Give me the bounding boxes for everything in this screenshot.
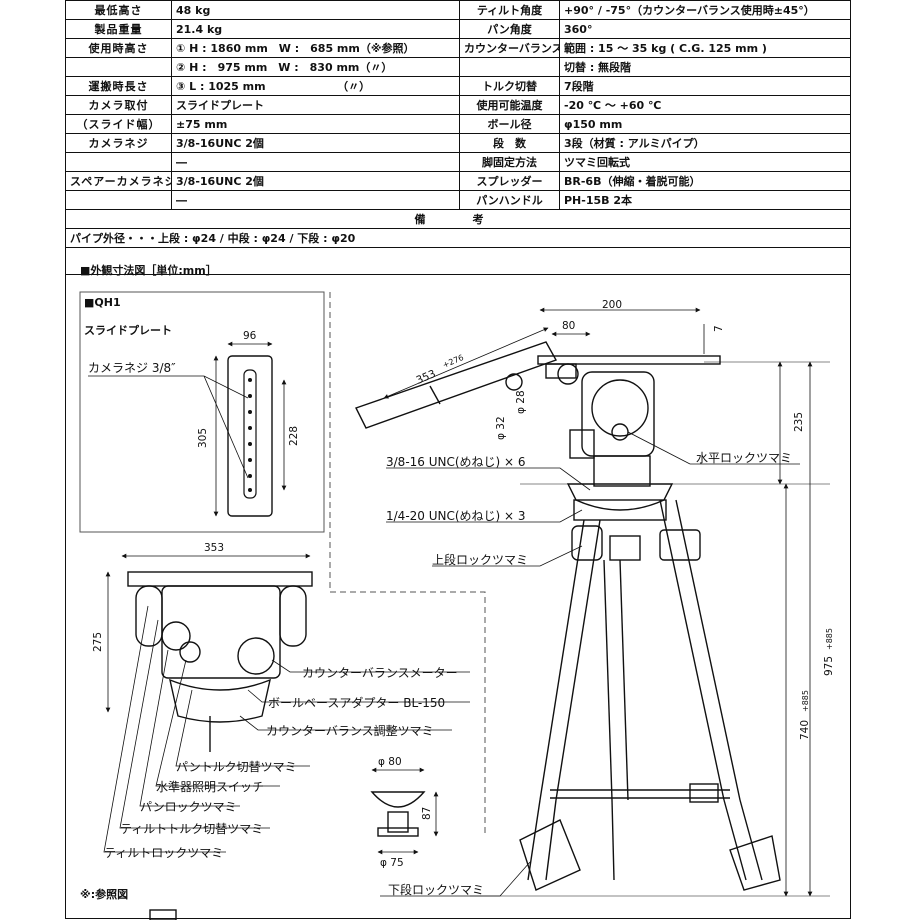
dim-975-sup: +885 [825, 628, 834, 650]
slide-slot [243, 369, 257, 499]
dim-200: 200 [602, 299, 622, 311]
qh1-box [79, 291, 325, 533]
section-title: ■外観寸法図［単位:mm］ [80, 263, 217, 277]
head-front-view [127, 571, 313, 752]
dim-353-276-sup: +276 [441, 353, 465, 370]
dim-80: 80 [562, 320, 575, 332]
dim-87: 87 [421, 807, 433, 820]
spec-r-value: 切替 : 無段階 [559, 57, 851, 77]
slide-holes [248, 378, 252, 492]
label-cb-adjust: カウンターバランス調整ツマミ [266, 723, 434, 738]
spec-row: ―脚固定方法ツマミ回転式 [65, 152, 851, 172]
spec-l-label: 製品重量 [65, 19, 172, 39]
spec-r-label: ボール径 [459, 114, 560, 134]
label-camera-screw: カメラネジ 3/8″ [88, 361, 176, 375]
label-tilt-torque: ティルトトルク切替ツマミ [120, 822, 263, 836]
dim-7: 7 [713, 325, 725, 332]
label-screw-1-4: 1/4-20 UNC(めねじ) × 3 [386, 509, 526, 523]
label-level-light: 水準器照明スイッチ [156, 779, 264, 794]
spec-l-value: ① H : 1860 mm W : 685 mm（※参照） [171, 38, 460, 58]
reference-figure [149, 909, 177, 920]
label-screw-3-8: 3/8-16 UNC(めねじ) × 6 [386, 455, 526, 469]
dim-phi32: φ 32 [495, 416, 507, 440]
label-cb-meter: カウンターバランスメーター [302, 666, 458, 680]
label-horizontal-lock: 水平ロックツマミ [696, 451, 792, 465]
qh1-subtitle: スライドプレート [84, 323, 172, 337]
label-pan-torque: パントルク切替ツマミ [176, 760, 297, 774]
dim-740-sup: +885 [801, 690, 810, 712]
spec-row: カメラ取付スライドプレート使用可能温度-20 ℃ ～ +60 ℃ [65, 95, 851, 115]
dim-235: 235 [793, 412, 805, 432]
dim-phi80: φ 80 [378, 756, 402, 768]
dim-353: 353 [204, 542, 224, 554]
dim-305: 305 [197, 428, 209, 448]
qh1-title: ■QH1 [84, 296, 121, 309]
remarks-blank [65, 247, 851, 275]
dim-228: 228 [288, 426, 300, 446]
dim-96: 96 [243, 330, 257, 342]
spec-r-value: ツマミ回転式 [559, 152, 851, 172]
ball-adapter-detail [370, 791, 426, 837]
tripod-side-view [355, 341, 781, 891]
slide-plate [227, 355, 273, 517]
callouts [103, 605, 470, 853]
label-lower-lock: 下段ロックツマミ [388, 882, 484, 897]
dim-phi75: φ 75 [380, 857, 404, 869]
spec-r-value: -20 ℃ ～ +60 ℃ [559, 95, 851, 115]
reference-note: ※:参照図 [80, 887, 128, 901]
dim-phi28: φ 28 [515, 390, 527, 414]
spec-r-label: スプレッダー [459, 171, 560, 191]
label-pan-lock: パンロックツマミ [140, 800, 237, 814]
label-tilt-lock: ティルトロックツマミ [104, 846, 223, 860]
dim-275: 275 [92, 632, 104, 652]
label-upper-lock: 上段ロックツマミ [432, 552, 528, 567]
drawing-frame [65, 0, 851, 919]
dim-975: 975 [823, 656, 835, 676]
dim-740: 740 [799, 720, 811, 740]
spec-r-label: トルク切替 [459, 76, 560, 96]
label-ball-adapter: ボールベースアダプター BL-150 [268, 695, 445, 710]
spec-l-label: カメラネジ [65, 133, 172, 153]
side-callouts [380, 431, 800, 897]
